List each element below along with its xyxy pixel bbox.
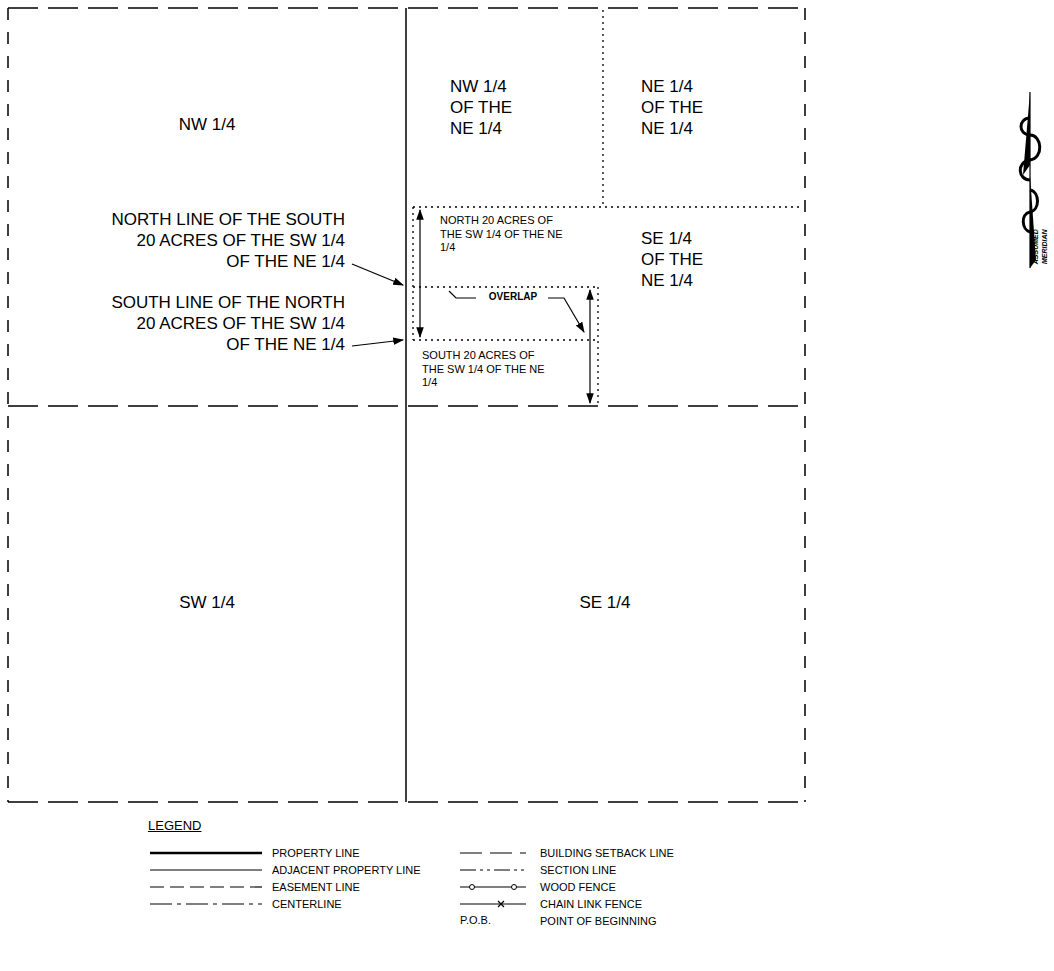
dimension-arrow — [419, 210, 420, 337]
legend-heading: LEGEND — [148, 818, 238, 834]
legend-sample — [460, 870, 526, 871]
callout-label: SOUTH LINE OF THE NORTH 20 ACRES OF THE … — [109, 292, 345, 355]
legend-entry: SECTION LINE — [540, 863, 616, 877]
section-region: NE 1/4 OF THE NE 1/4 — [603, 8, 805, 207]
region-label: NE 1/4 OF THE NE 1/4 — [641, 76, 713, 139]
section-region: SOUTH 20 ACRES OF THE SW 1/4 OF THE NE 1… — [406, 287, 603, 406]
meridian-note: ASSUMED MERIDIAN — [1032, 226, 1049, 268]
legend-entry: WOOD FENCE — [540, 880, 616, 894]
region-label: SW 1/4 — [147, 592, 267, 613]
region-label: SE 1/4 OF THE NE 1/4 — [641, 228, 713, 291]
section-region: SE 1/4 OF THE NE 1/4 — [603, 207, 805, 406]
dimension-arrow — [589, 290, 590, 403]
callout-label: OVERLAP — [479, 291, 547, 303]
legend-entry: CENTERLINE — [272, 897, 342, 911]
section-line — [804, 8, 806, 802]
legend-sample — [150, 870, 262, 871]
section-line — [7, 8, 9, 802]
region-label: SE 1/4 — [545, 592, 665, 613]
legend-sample — [460, 853, 526, 854]
region-label: NW 1/4 — [147, 114, 267, 135]
legend-entry: BUILDING SETBACK LINE — [540, 846, 674, 860]
quarter-quarter-lines — [413, 10, 803, 404]
leader-arrow — [352, 264, 403, 285]
overlap-leader — [449, 291, 476, 298]
section-region: NW 1/4 OF THE NE 1/4 — [406, 8, 603, 207]
legend-symbol: P.O.B. — [460, 914, 530, 928]
callout-label: NORTH LINE OF THE SOUTH 20 ACRES OF THE … — [109, 209, 345, 272]
legend-entry: PROPERTY LINE — [272, 846, 360, 860]
legend-entry: POINT OF BEGINNING — [540, 914, 657, 928]
overlap-leader — [548, 298, 584, 332]
quarter-line — [405, 8, 407, 802]
legend-sample — [460, 885, 526, 890]
region-label: SOUTH 20 ACRES OF THE SW 1/4 OF THE NE 1… — [422, 349, 546, 390]
legend-sample — [150, 887, 262, 888]
section-region: SE 1/4 — [406, 406, 805, 802]
section-region: NORTH 20 ACRES OF THE SW 1/4 OF THE NE 1… — [406, 207, 603, 287]
legend-sample — [150, 853, 262, 854]
region-label: NORTH 20 ACRES OF THE SW 1/4 OF THE NE 1… — [440, 214, 564, 255]
leader-arrow — [352, 340, 403, 346]
section-region: SW 1/4 — [8, 406, 406, 802]
region-label: NW 1/4 OF THE NE 1/4 — [450, 76, 522, 139]
legend-sample — [460, 901, 526, 907]
legend-entry: CHAIN LINK FENCE — [540, 897, 642, 911]
legend-entry: EASEMENT LINE — [272, 880, 360, 894]
quarter-line — [8, 405, 805, 407]
legend-entry: ADJACENT PROPERTY LINE — [272, 863, 421, 877]
legend-sample — [150, 904, 262, 905]
